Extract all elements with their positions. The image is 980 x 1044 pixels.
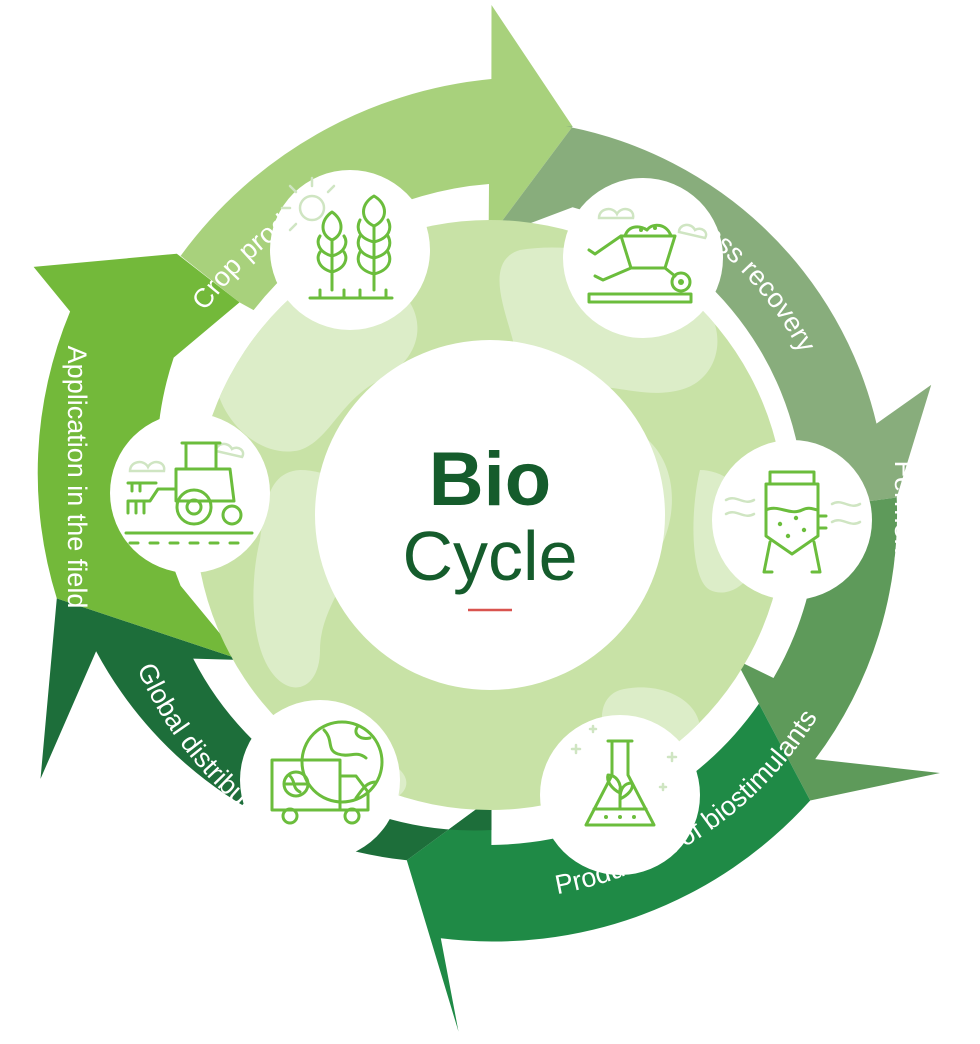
- flask-sprout-icon: [540, 715, 700, 875]
- label-application-in-the-field: Application in the field: [62, 346, 92, 609]
- truck-globe-icon: [240, 700, 400, 860]
- center-title-circle: Bio Cycle: [315, 340, 665, 690]
- segment-global-distribution: [40, 598, 492, 861]
- center-title-cycle: Cycle: [402, 517, 577, 595]
- label-fermentation: Fermentation: [889, 460, 919, 619]
- tractor-icon: [110, 413, 270, 573]
- center-title-bio: Bio: [429, 437, 551, 522]
- segment-biomass-recovery: [488, 126, 932, 517]
- wheelbarrow-icon: [563, 178, 723, 338]
- fermentation-tank-icon: [712, 440, 872, 600]
- wheat-sun-icon: [270, 170, 430, 330]
- segment-fermentation: [735, 497, 940, 801]
- stage-icons: [110, 170, 872, 875]
